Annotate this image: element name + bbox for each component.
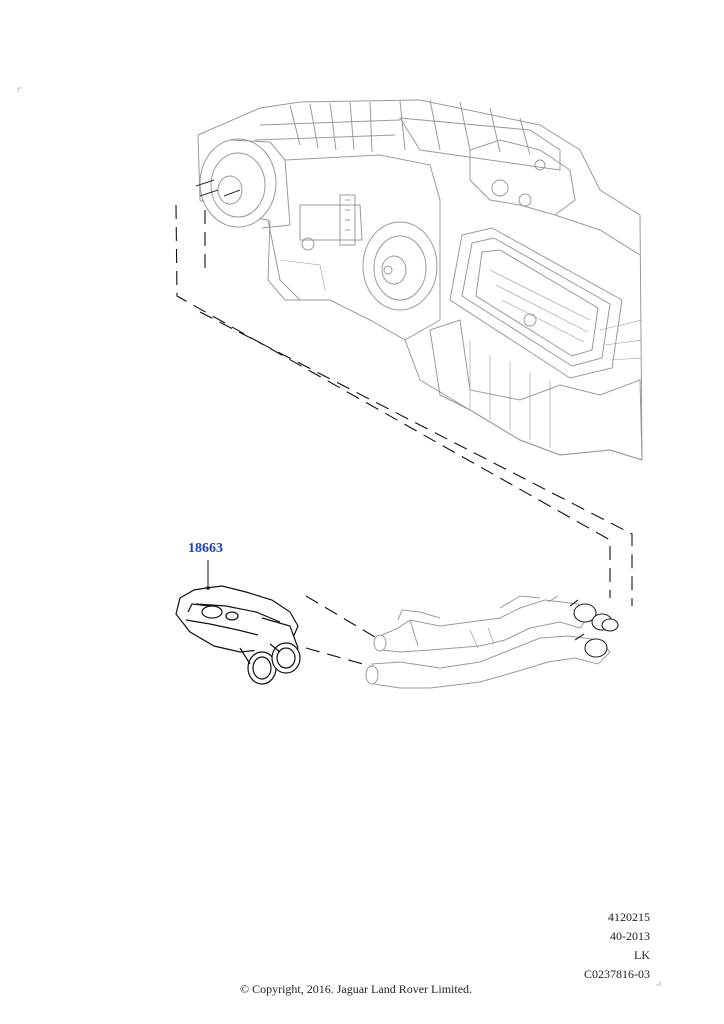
- hvac-unit-illustration: [197, 99, 643, 461]
- reference-block: 4120215 40-2013 LK C0237816-03: [584, 908, 650, 984]
- reference-line-4: C0237816-03: [584, 967, 650, 981]
- reference-line-2: 40-2013: [610, 929, 650, 943]
- copyright-notice: © Copyright, 2016. Jaguar Land Rover Lim…: [239, 982, 473, 996]
- part-leader-dot: [206, 586, 210, 590]
- leader-dashed-lines: [175, 204, 633, 667]
- reference-line-3: LK: [634, 948, 650, 962]
- corner-mark-top-left: [17, 87, 22, 92]
- pipe-clamps: [569, 599, 619, 658]
- corner-mark-bottom-right: [656, 981, 661, 986]
- part-number-label[interactable]: 18663: [188, 541, 223, 556]
- reference-line-1: 4120215: [608, 910, 650, 924]
- blower-stud-1: [195, 179, 241, 197]
- heater-pipes-illustration: [365, 595, 611, 689]
- hose-18663-illustration: [175, 585, 301, 685]
